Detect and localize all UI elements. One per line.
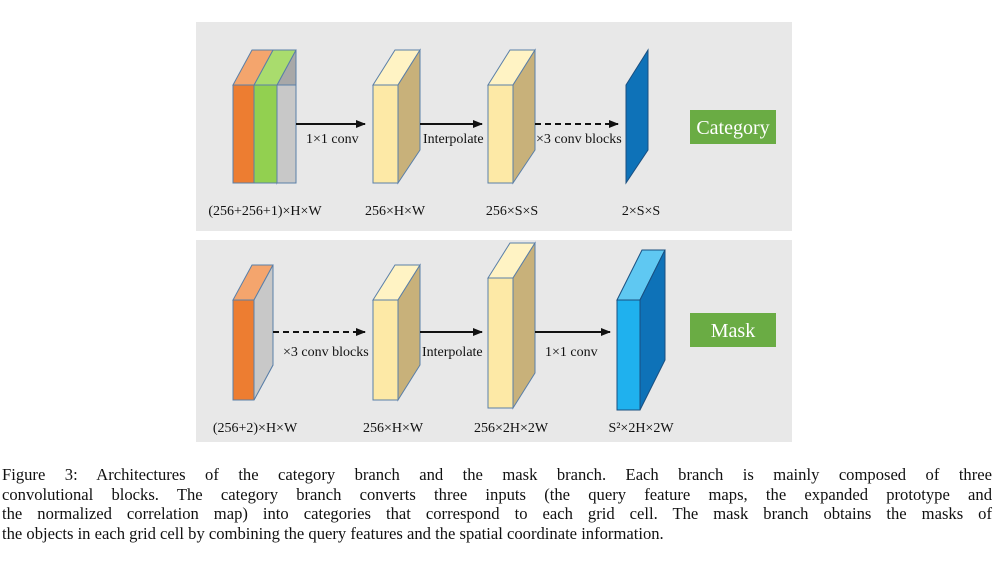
mask-output-label: Mask (711, 320, 755, 342)
mask-output-tag (690, 313, 776, 347)
category-output-label: Category (696, 117, 769, 139)
mask-arrow-label-2: Interpolate (422, 345, 483, 360)
mask-arrow-label-1: ×3 conv blocks (283, 345, 369, 360)
architecture-diagram: 1×1 conv Interpolate ×3 conv blocks Cate… (208, 48, 776, 436)
arrow-label-1: 1×1 conv (306, 132, 359, 147)
coordinate-block (253, 264, 274, 401)
arrow-label-2: Interpolate (423, 132, 484, 147)
mask-dim-2: 256×H×W (363, 421, 424, 436)
mask-dim-3: 256×2H×2W (474, 421, 549, 436)
category-output-tag (690, 110, 776, 144)
mask-input-stack (232, 264, 274, 401)
mask-arrow-label-3: 1×1 conv (545, 345, 598, 360)
category-dim-1: (256+256+1)×H×W (208, 204, 322, 219)
figure-caption: Figure 3: Architectures of the category … (2, 465, 992, 543)
prototype-block (253, 84, 278, 184)
category-feature-1 (372, 48, 421, 185)
caption-line-1: Figure 3: Architectures of the category … (2, 465, 992, 484)
caption-line-2: convolutional blocks. The category branc… (2, 484, 992, 504)
mask-dim-4: S²×2H×2W (608, 421, 674, 436)
mask-dim-1: (256+2)×H×W (213, 421, 298, 436)
arrow-label-3: ×3 conv blocks (536, 132, 622, 147)
mask-output-map (616, 249, 666, 411)
mask-query-feature-block (232, 299, 255, 401)
category-dim-3: 256×S×S (486, 204, 538, 219)
query-feature-block (232, 84, 255, 184)
category-input-stack (232, 49, 297, 185)
category-dim-2: 256×H×W (365, 204, 426, 219)
mask-feature-1 (372, 263, 421, 402)
caption-line-4: the objects in each grid cell by combini… (2, 523, 664, 543)
category-output-map (625, 48, 649, 185)
category-feature-2 (487, 48, 536, 185)
caption-line-3: the normalized correlation map) into cat… (2, 504, 992, 524)
correlation-map-block (276, 84, 297, 184)
mask-feature-2 (487, 241, 536, 410)
category-dim-4: 2×S×S (622, 204, 660, 219)
